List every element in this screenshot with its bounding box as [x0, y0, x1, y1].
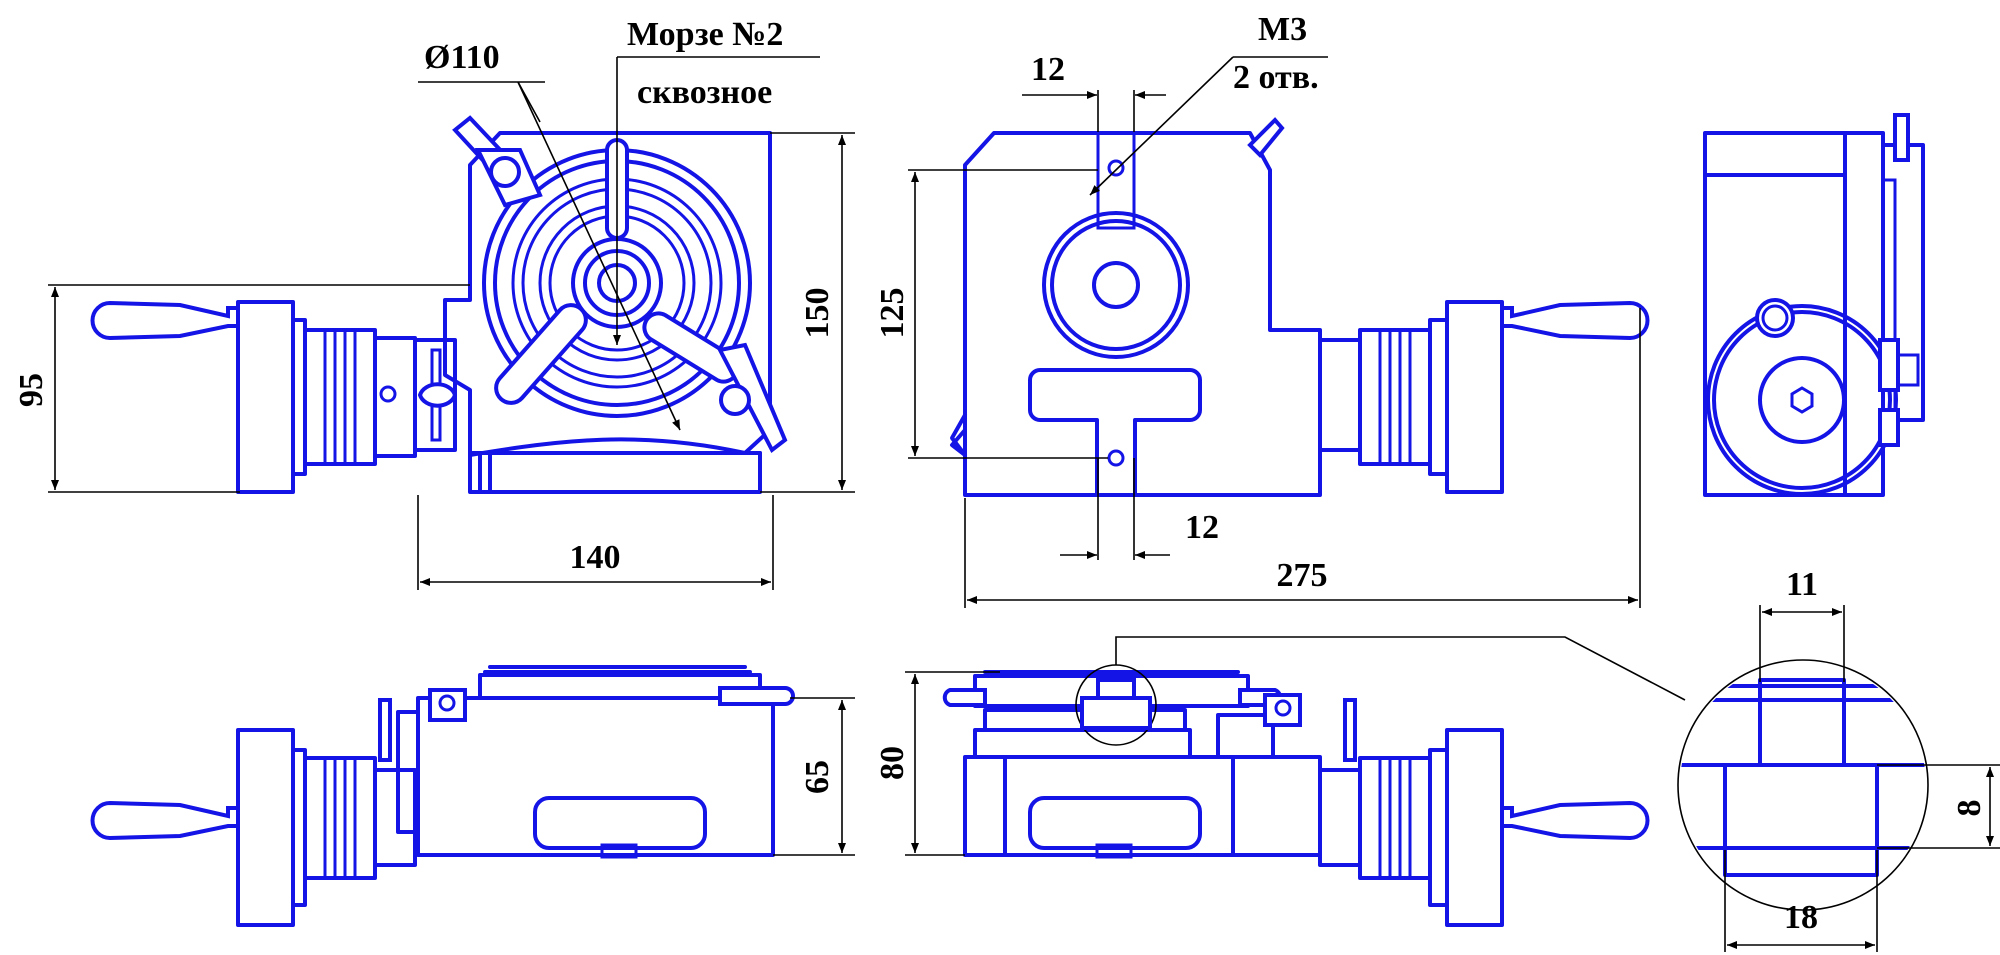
dim-275: 275: [1277, 557, 1328, 594]
dim-65: 65: [799, 760, 836, 794]
dimensions-view-top-center: 12 М3 2 отв. 125 12 275: [874, 11, 1641, 608]
dim-12-bottom: 12: [1185, 509, 1219, 546]
view-top-right: [1703, 113, 1925, 497]
dimensions-view-detail: 11 8 18: [1724, 566, 2000, 952]
dim-morse-line2: сквозное: [637, 74, 772, 111]
view-bottom-left: [90, 665, 795, 927]
view-top-left: [90, 115, 788, 494]
dimensions-view-bottom-center: 80: [874, 636, 1686, 856]
dim-95: 95: [13, 373, 50, 407]
dim-12-top: 12: [1031, 51, 1065, 88]
dim-diameter-110: Ø110: [424, 39, 500, 76]
dim-150: 150: [799, 288, 836, 339]
dim-140: 140: [570, 539, 621, 576]
dim-m3-holes: 2 отв.: [1233, 59, 1319, 96]
dimensions-view-top-left: Ø110 Морзе №2 сквозное 95 150 140: [13, 16, 855, 590]
view-top-center: [950, 117, 1650, 497]
dim-125: 125: [874, 288, 911, 339]
dim-80: 80: [874, 746, 911, 780]
dim-18: 18: [1784, 899, 1818, 936]
dim-11: 11: [1786, 566, 1818, 603]
dimensions-view-bottom-left: 65: [773, 697, 855, 856]
view-detail: [1677, 659, 1929, 911]
view-bottom-center: [942, 664, 1650, 927]
dim-8: 8: [1951, 800, 1988, 817]
dim-m3: М3: [1258, 11, 1307, 48]
dim-morse-line1: Морзе №2: [627, 16, 783, 53]
